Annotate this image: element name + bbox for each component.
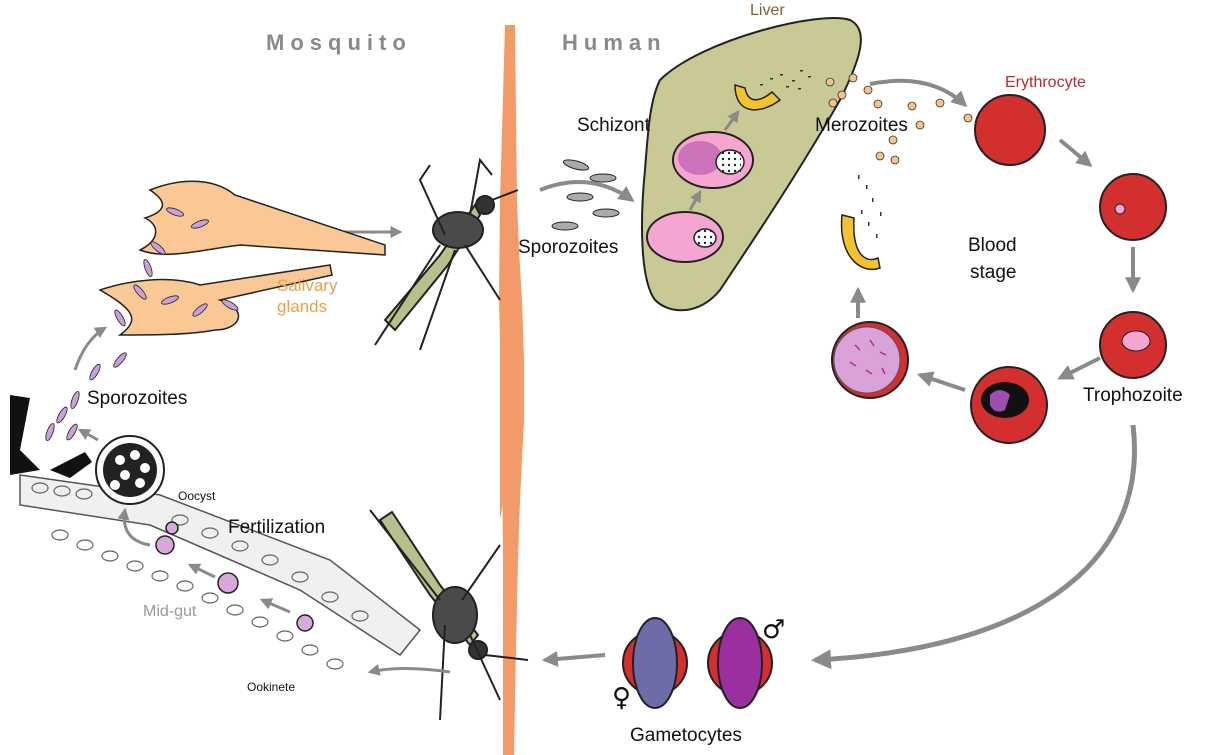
label-sporozoites-human: Sporozoites (518, 237, 618, 259)
heading-mosquito: Mosquito (266, 30, 412, 56)
sporozoites-entering (552, 158, 619, 230)
arrow-to-mosquito (545, 655, 605, 660)
label-liver: Liver (750, 2, 785, 20)
midgut-wall (20, 475, 420, 669)
arrow-to-glands (75, 328, 105, 370)
black-blob-right (50, 452, 92, 478)
label-salivary-2: glands (277, 297, 327, 317)
label-oocyst: Oocyst (178, 489, 215, 503)
oocyst (96, 436, 164, 504)
label-trophozoite: Trophozoite (1083, 385, 1183, 407)
label-blood-stage-1: Blood (968, 235, 1017, 257)
label-blood-stage-2: stage (970, 262, 1016, 284)
arrow-to-gametocytes (815, 425, 1134, 660)
liver-organ (642, 18, 861, 310)
label-midgut: Mid-gut (143, 603, 196, 621)
female-symbol: ♀ (612, 683, 631, 713)
label-ookinete: Ookinete (247, 680, 295, 694)
heading-human: Human (562, 30, 667, 56)
label-salivary-1: Salivary (277, 276, 337, 296)
black-blob-left (10, 395, 40, 475)
label-merozoites: Merozoites (815, 115, 908, 137)
label-sporozoites-mosquito: Sporozoites (87, 388, 187, 410)
label-schizont: Schizont (577, 115, 650, 137)
label-erythrocyte: Erythrocyte (1005, 74, 1086, 92)
mosquito-top (375, 160, 518, 350)
label-fertilization: Fertilization (228, 517, 325, 539)
arrow-to-erythrocyte (870, 81, 965, 105)
male-symbol: ♂ (762, 615, 785, 645)
gametocytes (623, 618, 772, 708)
label-gametocytes: Gametocytes (630, 725, 742, 747)
salivary-glands (100, 181, 385, 335)
